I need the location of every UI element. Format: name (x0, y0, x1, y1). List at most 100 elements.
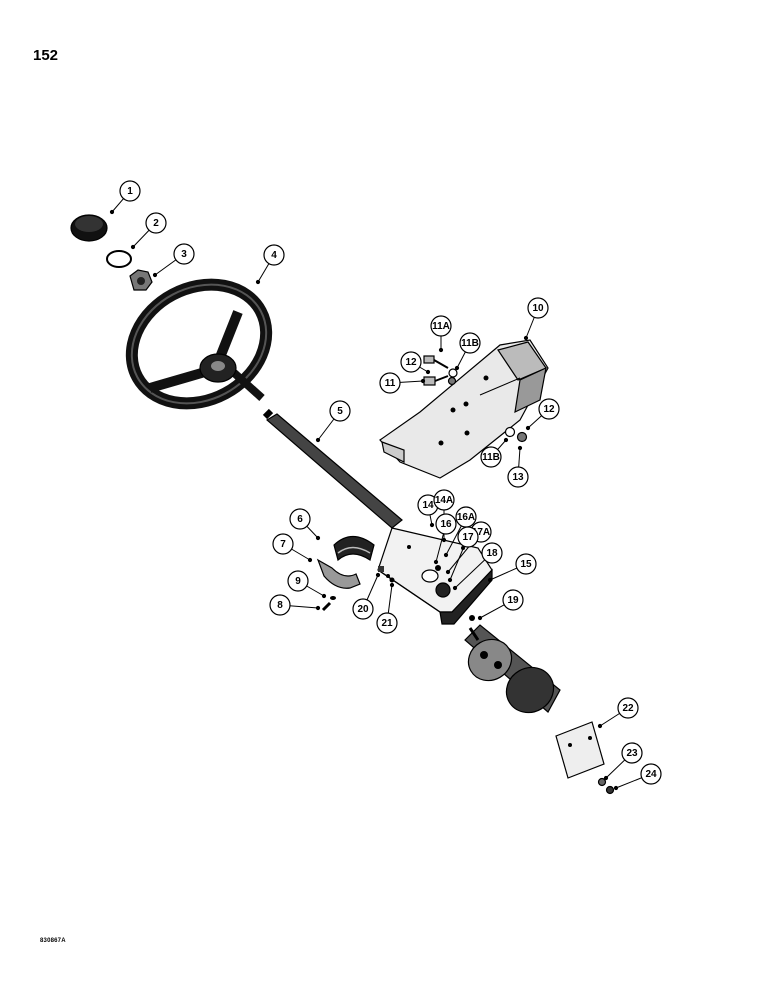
callout-label: 11 (385, 378, 396, 389)
leader-arrowhead (389, 582, 395, 588)
callout-8: 8 (269, 594, 291, 616)
callout-circle (435, 513, 457, 535)
leader-arrowhead (255, 279, 261, 285)
leader-arrowhead (315, 605, 321, 611)
lever-washer (435, 565, 441, 571)
leader-arrowhead (307, 557, 313, 563)
leader-arrowhead (603, 775, 609, 781)
callout-label: 16A (457, 512, 475, 523)
leader-lines (109, 190, 652, 791)
callout-11b: 11B (480, 446, 502, 468)
callout-17: 17 (457, 526, 479, 548)
callout-label: 21 (381, 618, 393, 629)
nut-left (447, 376, 457, 386)
callout-16: 16 (435, 513, 457, 535)
callout-label: 8 (277, 600, 283, 611)
callout-11b: 11B (459, 332, 481, 354)
leader-arrowhead (315, 535, 321, 541)
bolt-11a (423, 355, 449, 369)
callout-circle (502, 589, 524, 611)
callout-circle (263, 244, 285, 266)
nut-24 (605, 785, 615, 795)
callout-11: 11 (379, 372, 401, 394)
callout-11a: 11A (430, 315, 452, 337)
callout-circle (430, 315, 452, 337)
callout-label: 22 (622, 703, 634, 714)
horn-button (70, 214, 108, 242)
leader-arrowhead (438, 347, 444, 353)
parts-artwork (70, 214, 615, 795)
leader-arrowhead (375, 572, 381, 578)
callout-6: 6 (289, 508, 311, 530)
o-ring (106, 250, 132, 268)
callout-label: 11B (461, 338, 479, 349)
leader-arrowhead (452, 585, 458, 591)
callout-15: 15 (515, 553, 537, 575)
callout-circle (287, 570, 309, 592)
washer-right (504, 426, 516, 438)
boot-clamp (316, 558, 361, 589)
callout-19: 19 (502, 589, 524, 611)
leader-arrowhead (613, 785, 619, 791)
callout-label: 14A (435, 495, 453, 506)
callout-5: 5 (329, 400, 351, 422)
leader-arrowhead (597, 723, 603, 729)
washer-left (448, 368, 458, 378)
callout-label: 20 (357, 604, 369, 615)
leader-arrowhead (420, 378, 426, 384)
callout-circle (459, 332, 481, 354)
callout-label: 23 (626, 748, 638, 759)
nut-right (516, 431, 528, 443)
fastener-20 (378, 566, 384, 572)
callout-label: 2 (153, 218, 159, 229)
callout-circle (515, 553, 537, 575)
callout-20: 20 (352, 598, 374, 620)
leader-arrowhead (441, 537, 447, 543)
callout-circle (352, 598, 374, 620)
callout-label: 4 (271, 250, 277, 261)
leader-arrowhead (321, 593, 327, 599)
fastener-19 (469, 615, 475, 621)
callout-label: 12 (405, 357, 417, 368)
callout-label: 16 (440, 519, 452, 530)
callout-14: 14 (417, 494, 439, 516)
callout-1: 1 (119, 180, 141, 202)
leader-arrowhead (130, 244, 136, 250)
callout-label: 3 (181, 249, 187, 260)
callout-label: 7 (280, 539, 286, 550)
callout-label: 10 (532, 303, 544, 314)
callout-3: 3 (173, 243, 195, 265)
callout-circle (289, 508, 311, 530)
fastener-21 (389, 577, 395, 583)
callout-22: 22 (617, 697, 639, 719)
washer-23 (597, 777, 607, 787)
callout-12: 12 (538, 398, 560, 420)
callout-4: 4 (263, 244, 285, 266)
leader-arrowhead (477, 615, 483, 621)
callout-21: 21 (376, 612, 398, 634)
callout-circle (538, 398, 560, 420)
cover-plate (555, 721, 605, 779)
callout-12: 12 (400, 351, 422, 373)
leader-arrowhead (443, 552, 449, 558)
leader-arrowhead (433, 559, 439, 565)
callout-circle (527, 297, 549, 319)
callout-23: 23 (621, 742, 643, 764)
callout-circle (173, 243, 195, 265)
callout-circle (621, 742, 643, 764)
callout-circle (376, 612, 398, 634)
steering-shaft (262, 408, 403, 529)
callout-label: 12 (543, 404, 555, 415)
leader-arrowhead (525, 425, 531, 431)
callout-24: 24 (640, 763, 662, 785)
callout-label: 11A (432, 321, 450, 332)
callout-circle (119, 180, 141, 202)
callout-label: 11B (482, 452, 500, 463)
leader-arrowhead (523, 335, 529, 341)
callout-label: 1 (127, 186, 133, 197)
mounting-bracket (379, 339, 549, 479)
callout-label: 18 (486, 548, 498, 559)
bolt-11 (423, 375, 449, 386)
callout-14a: 14A (433, 489, 455, 511)
